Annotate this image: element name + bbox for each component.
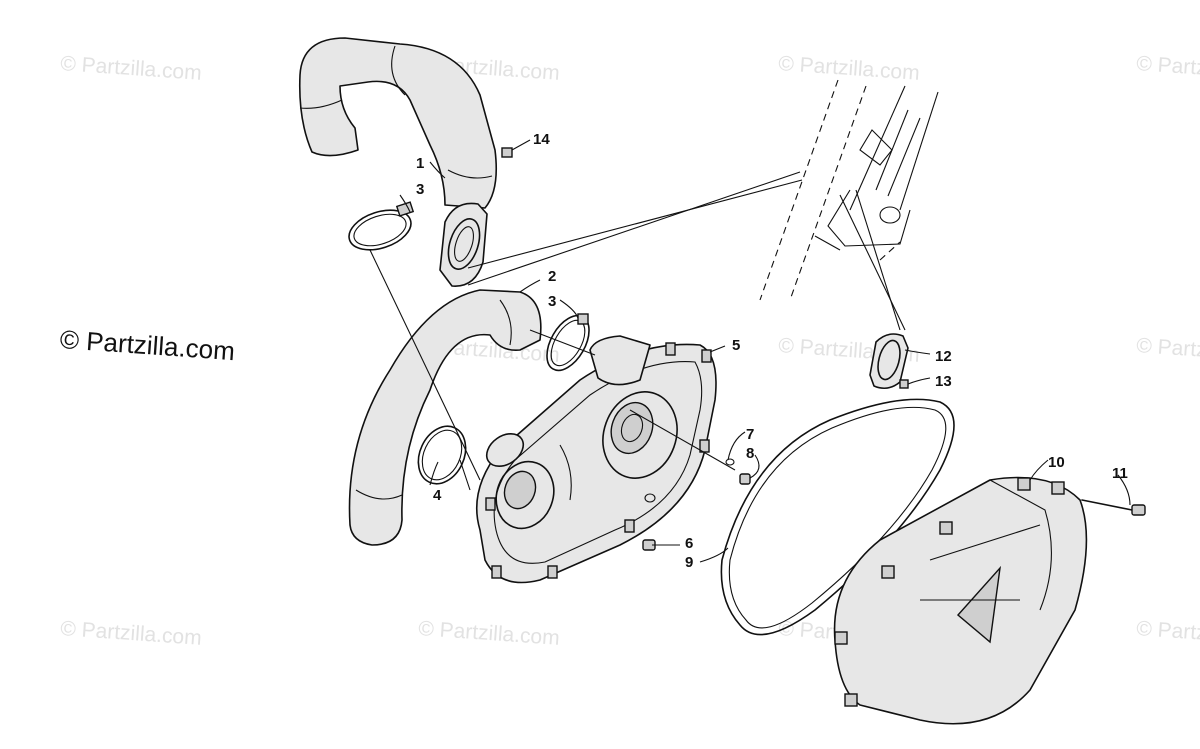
callout-4: 4: [433, 487, 442, 504]
watermark: © Partzilla.com: [1136, 334, 1200, 367]
bolt-and-washer: [725, 458, 751, 485]
frame-flange: [869, 333, 909, 390]
callout-13: 13: [935, 373, 952, 390]
watermark: © Partzilla.com: [418, 617, 561, 650]
callout-10: 10: [1048, 454, 1065, 471]
fitting: [501, 147, 513, 158]
callout-leaders: [399, 139, 1131, 563]
upper-duct-flange: [439, 202, 488, 287]
lower-intake-duct: [348, 289, 542, 546]
callout-6: 6: [685, 535, 693, 552]
callout-3-upper: 3: [416, 181, 424, 198]
watermark: © Partzilla.com: [60, 52, 203, 85]
callout-1: 1: [416, 155, 424, 172]
watermark: © Partzilla.com: [1136, 617, 1200, 650]
callout-3-lower: 3: [548, 293, 556, 310]
callout-2: 2: [548, 268, 556, 285]
screw: [1081, 499, 1146, 516]
outer-cvt-cover: [833, 476, 1088, 725]
callout-9: 9: [685, 554, 693, 571]
watermark: © Partzilla.com: [778, 52, 921, 85]
o-ring: [417, 425, 467, 485]
callout-8: 8: [746, 445, 754, 462]
watermark: © Partzilla.com: [1136, 52, 1200, 85]
callout-12: 12: [935, 348, 952, 365]
assembly-lines: [369, 171, 906, 491]
frame-section: [759, 79, 939, 301]
callouts: 1 2 3 3 4 5 6 7 8 9 10 11 12 13 14: [416, 131, 1128, 571]
drive-belt: [720, 398, 955, 636]
callout-14: 14: [533, 131, 550, 148]
callout-7: 7: [746, 426, 754, 443]
upper-intake-duct: [298, 37, 498, 209]
upper-clamp: [348, 201, 415, 251]
inner-cvt-cover: [475, 335, 717, 584]
watermark: © Partzilla.com: [60, 617, 203, 650]
callout-11: 11: [1112, 465, 1128, 482]
callout-5: 5: [732, 337, 740, 354]
